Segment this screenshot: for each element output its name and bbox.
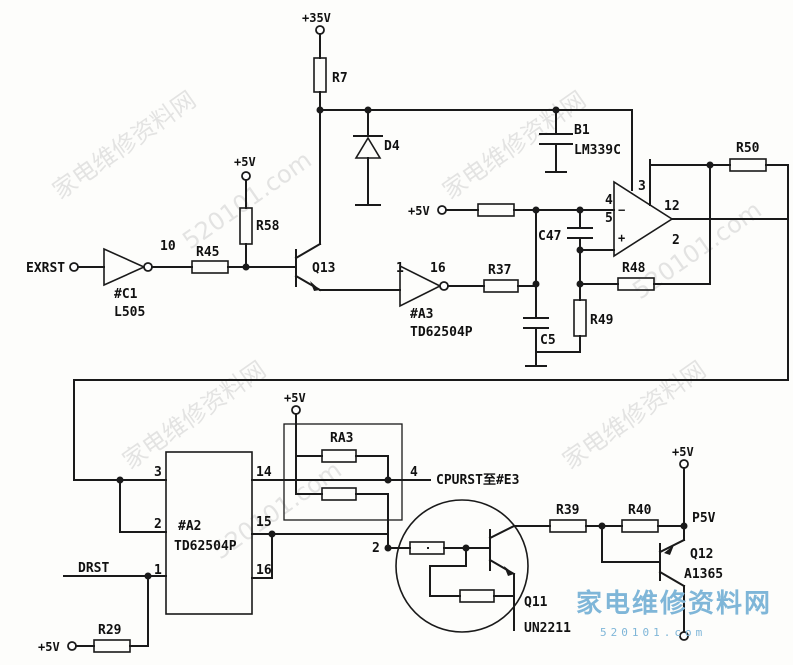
terminal-5v-c [291,405,301,415]
label-b1: B1 [574,123,590,138]
terminal-5v-e [67,641,77,651]
resistor-r39 [549,519,587,533]
resistor-r49 [573,299,587,337]
diode-d4 [354,136,382,159]
label-a1365: A1365 [684,567,723,582]
label-5v-e: +5V [38,640,60,654]
label-r37: R37 [488,263,511,278]
label-pin4-ra: 4 [410,465,418,480]
watermark-layer: 家电维修资料网 520101.com 家电维修资料网 家电维修资料网 52010… [47,86,766,565]
label-q11: Q11 [524,595,548,610]
label-r48: R48 [622,261,646,276]
terminal-q12-out [679,631,689,641]
label-5v-c: +5V [284,391,306,405]
label-pin2-op: 2 [672,233,680,248]
site-logo: 家电维修资料网 520101.com [576,588,772,639]
label-cpurst: CPURST至#E3 [436,473,519,488]
label-pin5: 5 [605,211,613,226]
ra3-network-box [283,423,403,521]
label-td62504p-a3: TD62504P [410,325,473,340]
label-lm339c: LM339C [574,143,621,158]
label-r7: R7 [332,71,348,86]
label-pin3: 3 [638,179,646,194]
label-r50: R50 [736,141,760,156]
terminal-5v-a [241,171,251,181]
label-pin16-a3: 16 [430,261,446,276]
minus-sign: − [618,203,625,217]
watermark-text: 家电维修资料网 [437,86,591,205]
resistor-r45 [191,260,229,274]
label-5v-b: +5V [408,204,430,218]
label-drst: DRST [78,561,109,576]
label-c47: C47 [538,229,561,244]
watermark-text: 520101.com [627,196,766,305]
label-td62504p-a2: TD62504P [174,539,237,554]
terminal-5v-b [437,205,447,215]
resistor-r50 [729,158,767,172]
label-l505: L505 [114,305,145,320]
watermark-text: 家电维修资料网 [47,86,201,205]
label-pin3-a2: 3 [154,465,162,480]
label-pin2-q11: 2 [372,541,380,556]
label-r58: R58 [256,219,280,234]
terminal-exrst [69,262,79,272]
label-35v: +35V [302,11,331,25]
label-5v-a: +5V [234,155,256,169]
resistor-r-ref [477,203,515,217]
label-r39: R39 [556,503,579,518]
label-pin2-a2: 2 [154,517,162,532]
label-r29: R29 [98,623,121,638]
transistor-q11-body [395,499,529,633]
logo-url: 520101.com [600,626,706,639]
label-a3: #A3 [410,307,433,322]
label-pin4: 4 [605,193,613,208]
resistor-r37 [483,279,519,293]
label-a2: #A2 [178,519,201,534]
label-d4: D4 [384,139,400,154]
label-pin12: 12 [664,199,680,214]
label-r45: R45 [196,245,219,260]
comparator-lm339c [613,180,674,258]
terminal-35v [315,25,325,35]
watermark-text: 家电维修资料网 [117,356,271,475]
logo-title: 家电维修资料网 [576,588,772,619]
label-ra3: RA3 [330,431,353,446]
label-p5v: P5V [692,511,716,526]
inverter-c1 [103,247,146,287]
label-c5: C5 [540,333,556,348]
inverter-a3 [399,264,442,308]
resistor-q11-be [459,589,495,603]
label-pin1-a2: 1 [154,563,162,578]
label-pin10: 10 [160,239,176,254]
resistor-r40 [621,519,659,533]
plus-sign: + [618,231,625,245]
label-5v-d: +5V [672,445,694,459]
label-q12: Q12 [690,547,713,562]
label-r49: R49 [590,313,613,328]
label-exrst: EXRST [26,261,65,276]
label-pin15: 15 [256,515,272,530]
resistor-r7 [313,57,327,93]
label-un2211: UN2211 [524,621,571,636]
terminal-5v-d [679,459,689,469]
label-r40: R40 [628,503,652,518]
label-pin14: 14 [256,465,272,480]
resistor-r29 [93,639,131,653]
label-q13: Q13 [312,261,335,276]
label-c1: #C1 [114,287,138,302]
label-pin16-a2: 16 [256,563,272,578]
